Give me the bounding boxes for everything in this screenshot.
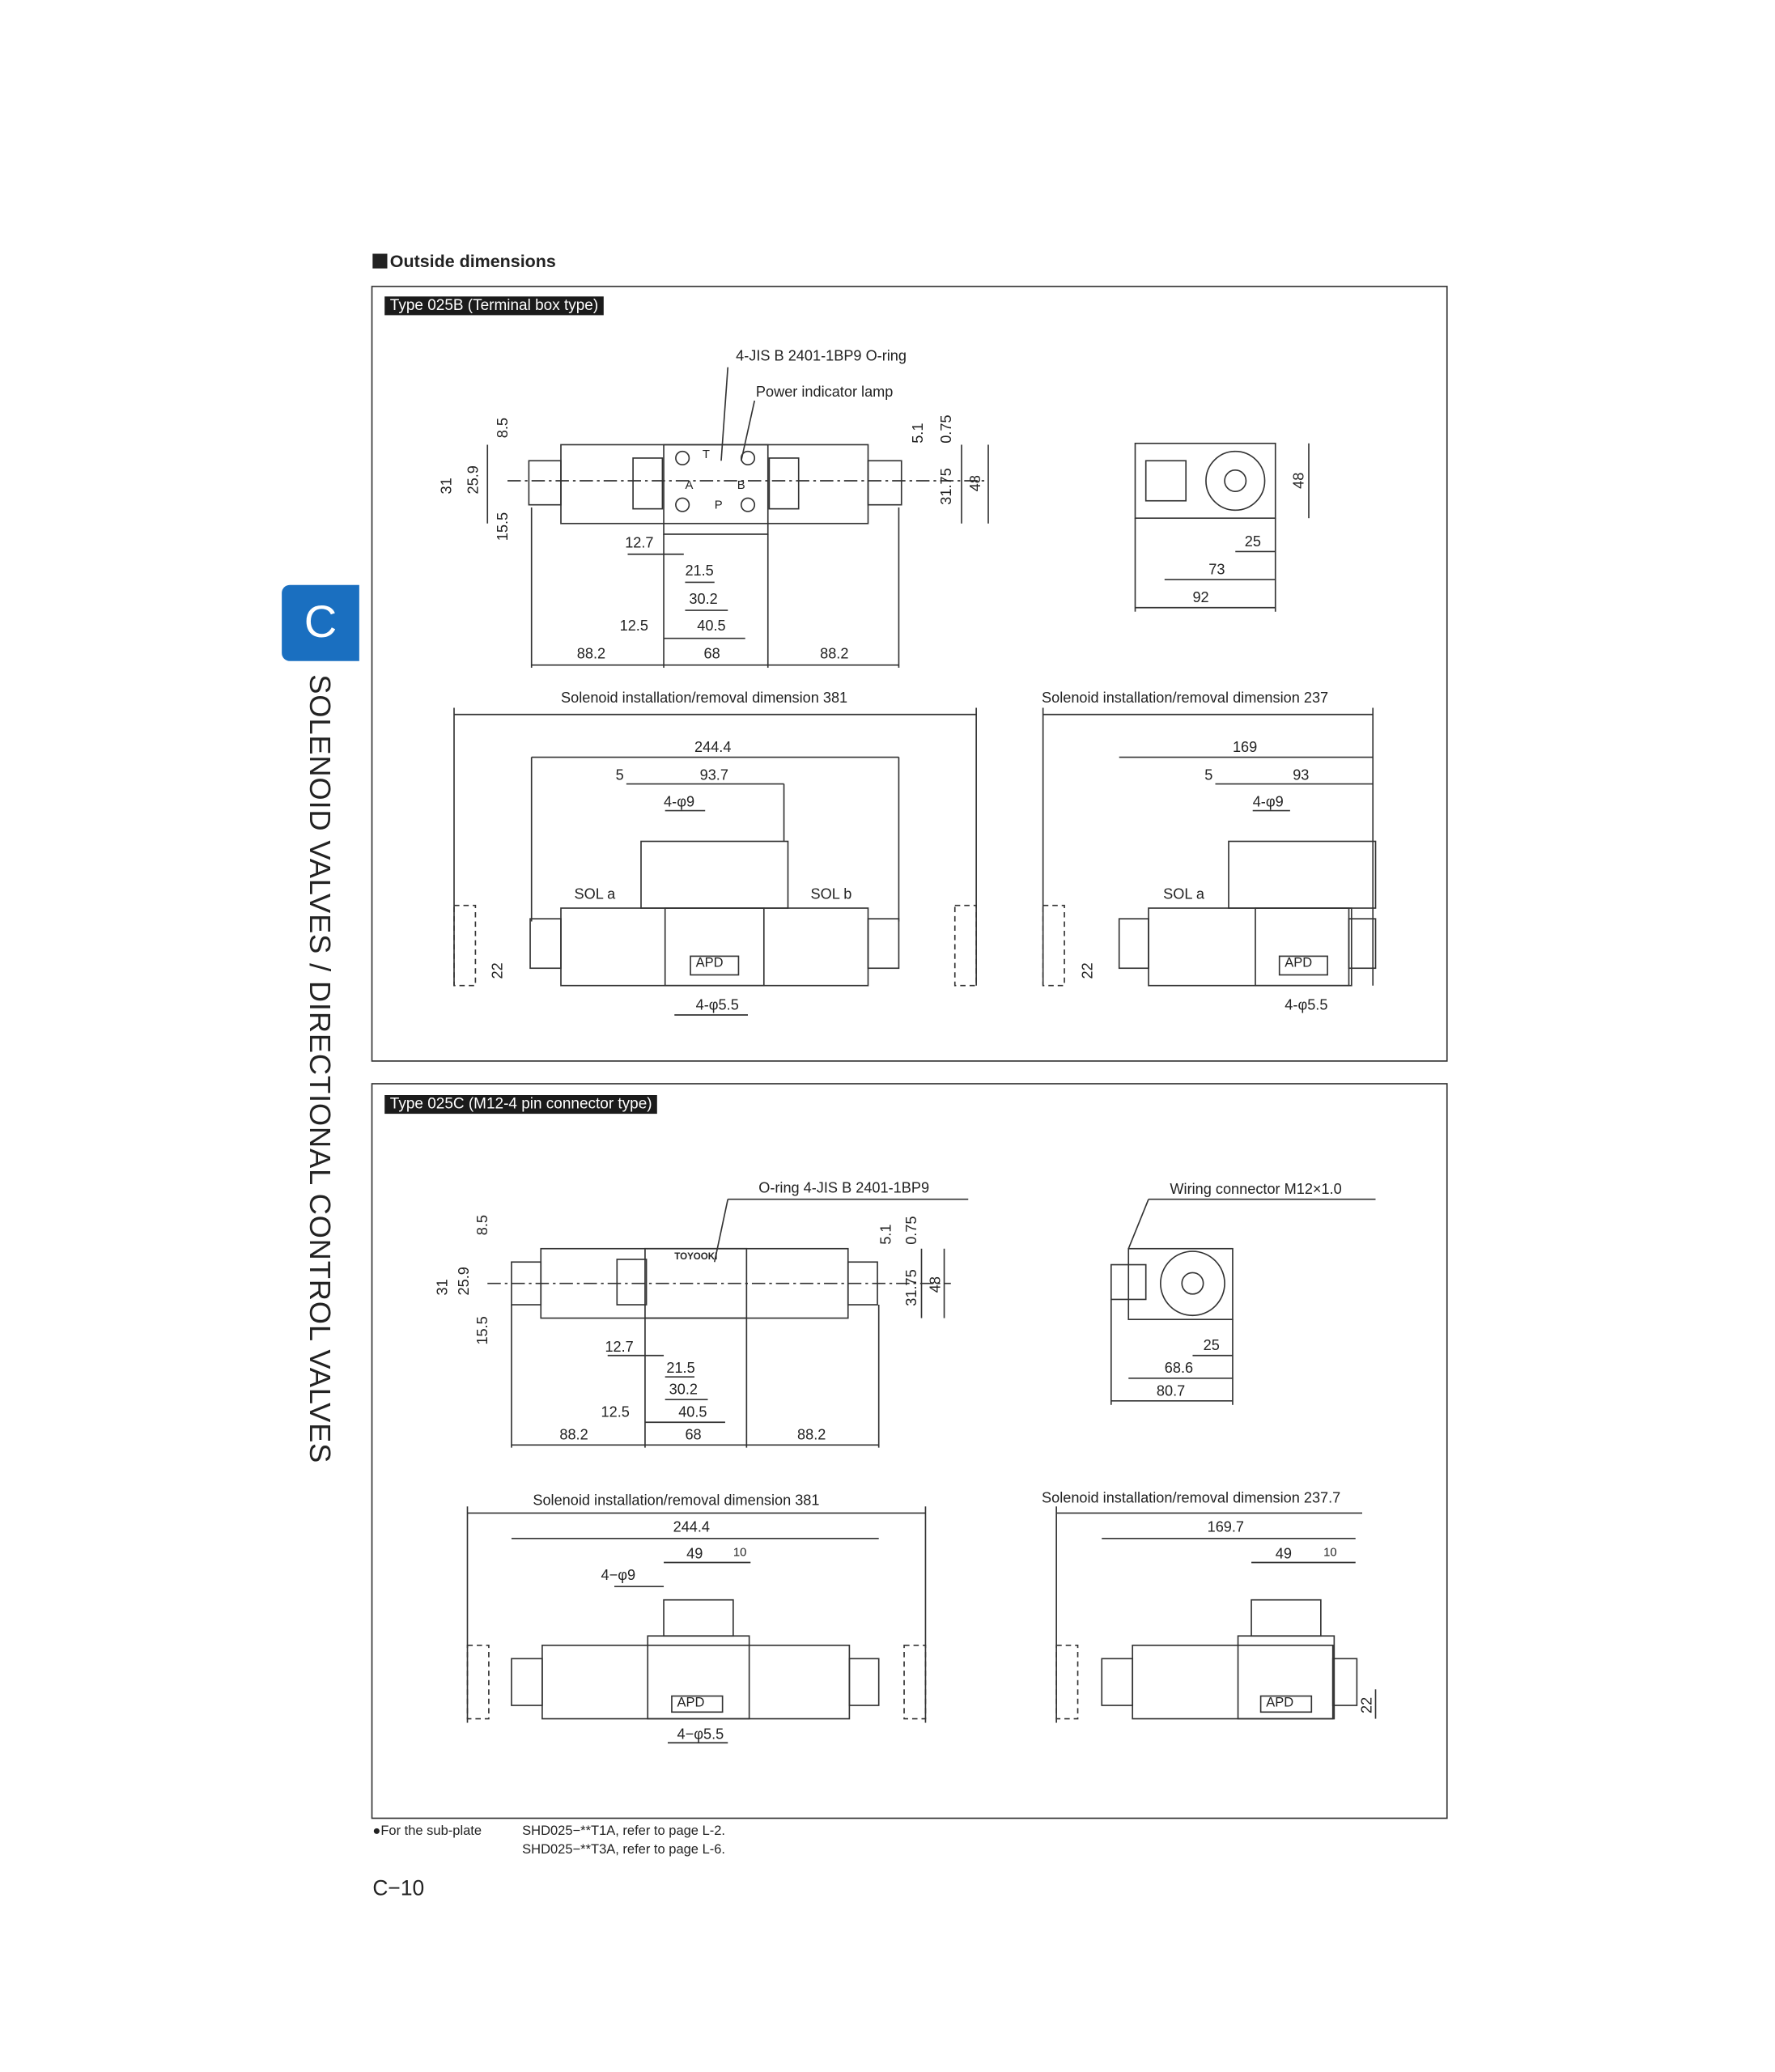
- dim: 88.2: [820, 646, 849, 663]
- s1-front-right: [1042, 707, 1377, 987]
- dim: 12.7: [605, 1339, 634, 1356]
- dim: 21.5: [685, 563, 714, 580]
- sol-b-label: SOL b: [810, 886, 852, 903]
- dim: 4-φ9: [1252, 794, 1284, 811]
- dim: 25: [1203, 1338, 1220, 1355]
- apd-logo: APD: [677, 1696, 705, 1711]
- dim: 169: [1232, 740, 1258, 756]
- dim: 68.6: [1164, 1361, 1194, 1378]
- oring-callout: 4-JIS B 2401-1BP9 O-ring: [736, 348, 907, 365]
- type-025c-label: Type 025C (M12-4 pin connector type): [384, 1095, 658, 1115]
- dim: 0.75: [904, 1216, 920, 1245]
- connector-callout: Wiring connector M12×1.0: [1170, 1182, 1342, 1199]
- dim: 92: [1192, 590, 1209, 607]
- dim: 30.2: [689, 591, 718, 608]
- dim: 15.5: [475, 1316, 492, 1345]
- dim: 4-φ5.5: [1285, 997, 1328, 1014]
- apd-logo: APD: [1266, 1696, 1294, 1711]
- dim: 244.4: [694, 740, 732, 756]
- dim: 31: [439, 478, 456, 495]
- dim: 48: [928, 1276, 945, 1293]
- dim: 80.7: [1156, 1383, 1186, 1400]
- dim: 0.75: [938, 414, 955, 444]
- port-t: T: [702, 447, 710, 461]
- dim: 48: [1291, 472, 1308, 489]
- dim: 5: [1204, 767, 1213, 784]
- s1-left-title: Solenoid installation/removal dimension …: [561, 690, 848, 707]
- oring-callout: O-ring 4-JIS B 2401-1BP9: [758, 1180, 930, 1197]
- dim: 49: [1275, 1546, 1292, 1563]
- dim: 12.7: [625, 535, 654, 552]
- dim: 88.2: [797, 1427, 826, 1444]
- dim: 244.4: [673, 1519, 711, 1536]
- footnote-line: SHD025−**T1A, refer to page L-2.: [522, 1824, 726, 1840]
- dim: 4-φ9: [664, 794, 695, 811]
- dim: 73: [1208, 562, 1225, 579]
- dim: 21.5: [666, 1361, 695, 1378]
- dim: 40.5: [678, 1404, 707, 1421]
- dim: 10: [1323, 1545, 1337, 1559]
- dim: 10: [733, 1545, 747, 1559]
- dim: 5: [615, 767, 624, 784]
- port-p: P: [714, 498, 723, 512]
- dim: 5.1: [878, 1224, 895, 1245]
- dim: 4−φ9: [601, 1568, 636, 1584]
- s2-side-view: [1110, 1198, 1376, 1405]
- s2-front-right: [1055, 1506, 1377, 1723]
- port-b: B: [737, 478, 745, 492]
- dim: 31.75: [938, 468, 955, 505]
- dim: 48: [968, 474, 985, 492]
- dim: 5.1: [911, 422, 928, 444]
- s2-right-title: Solenoid installation/removal dimension …: [1042, 1490, 1341, 1507]
- dim: 31.75: [904, 1269, 920, 1306]
- s1-side-view: [1134, 442, 1310, 612]
- type-025b-frame: [371, 286, 1448, 1062]
- dim: 93: [1293, 767, 1310, 784]
- s2-top-view: [487, 1198, 969, 1448]
- s1-top-view: [486, 367, 989, 668]
- dim: 49: [686, 1546, 703, 1563]
- dim: 40.5: [697, 618, 726, 635]
- apd-logo: APD: [1285, 956, 1313, 971]
- s1-front-left: [453, 707, 977, 1016]
- s1-right-title: Solenoid installation/removal dimension …: [1042, 690, 1329, 707]
- brand-label: TOYOOKI: [674, 1252, 718, 1263]
- dim: 8.5: [495, 417, 512, 439]
- footnote-label: ●For the sub-plate: [372, 1824, 482, 1840]
- page-number: C−10: [372, 1877, 425, 1900]
- dim: 93.7: [699, 767, 728, 784]
- dim: 31: [435, 1279, 452, 1296]
- footnote-line: SHD025−**T3A, refer to page L-6.: [522, 1843, 726, 1858]
- lamp-callout: Power indicator lamp: [755, 384, 894, 401]
- type-025b-label: Type 025B (Terminal box type): [384, 296, 604, 316]
- s2-front-left: [466, 1506, 927, 1744]
- dim: 22: [490, 962, 507, 979]
- dim: 15.5: [495, 512, 512, 541]
- dim: 4-φ5.5: [695, 997, 739, 1014]
- dim: 22: [1080, 962, 1097, 979]
- dim: 8.5: [475, 1215, 492, 1236]
- sol-a-label: SOL a: [1163, 886, 1204, 903]
- dim: 68: [703, 646, 720, 663]
- apd-logo: APD: [695, 956, 724, 971]
- dim: 4−φ5.5: [677, 1726, 724, 1743]
- section-heading: Outside dimensions: [372, 251, 556, 271]
- type-025c-frame: [371, 1083, 1448, 1819]
- dim: 30.2: [669, 1382, 698, 1399]
- dim: 25: [1244, 534, 1262, 550]
- dim: 169.7: [1207, 1519, 1245, 1536]
- dim: 12.5: [619, 618, 648, 635]
- port-a: A: [685, 478, 694, 492]
- dim: 25.9: [456, 1267, 473, 1296]
- dim: 68: [685, 1427, 702, 1444]
- dim: 12.5: [601, 1404, 630, 1421]
- dim: 25.9: [465, 465, 482, 495]
- chapter-tab: C: [282, 584, 359, 661]
- sol-a-label: SOL a: [574, 886, 616, 903]
- dim: 88.2: [559, 1427, 588, 1444]
- dim: 88.2: [576, 646, 606, 663]
- dim: 22: [1359, 1696, 1376, 1713]
- s2-left-title: Solenoid installation/removal dimension …: [533, 1492, 820, 1509]
